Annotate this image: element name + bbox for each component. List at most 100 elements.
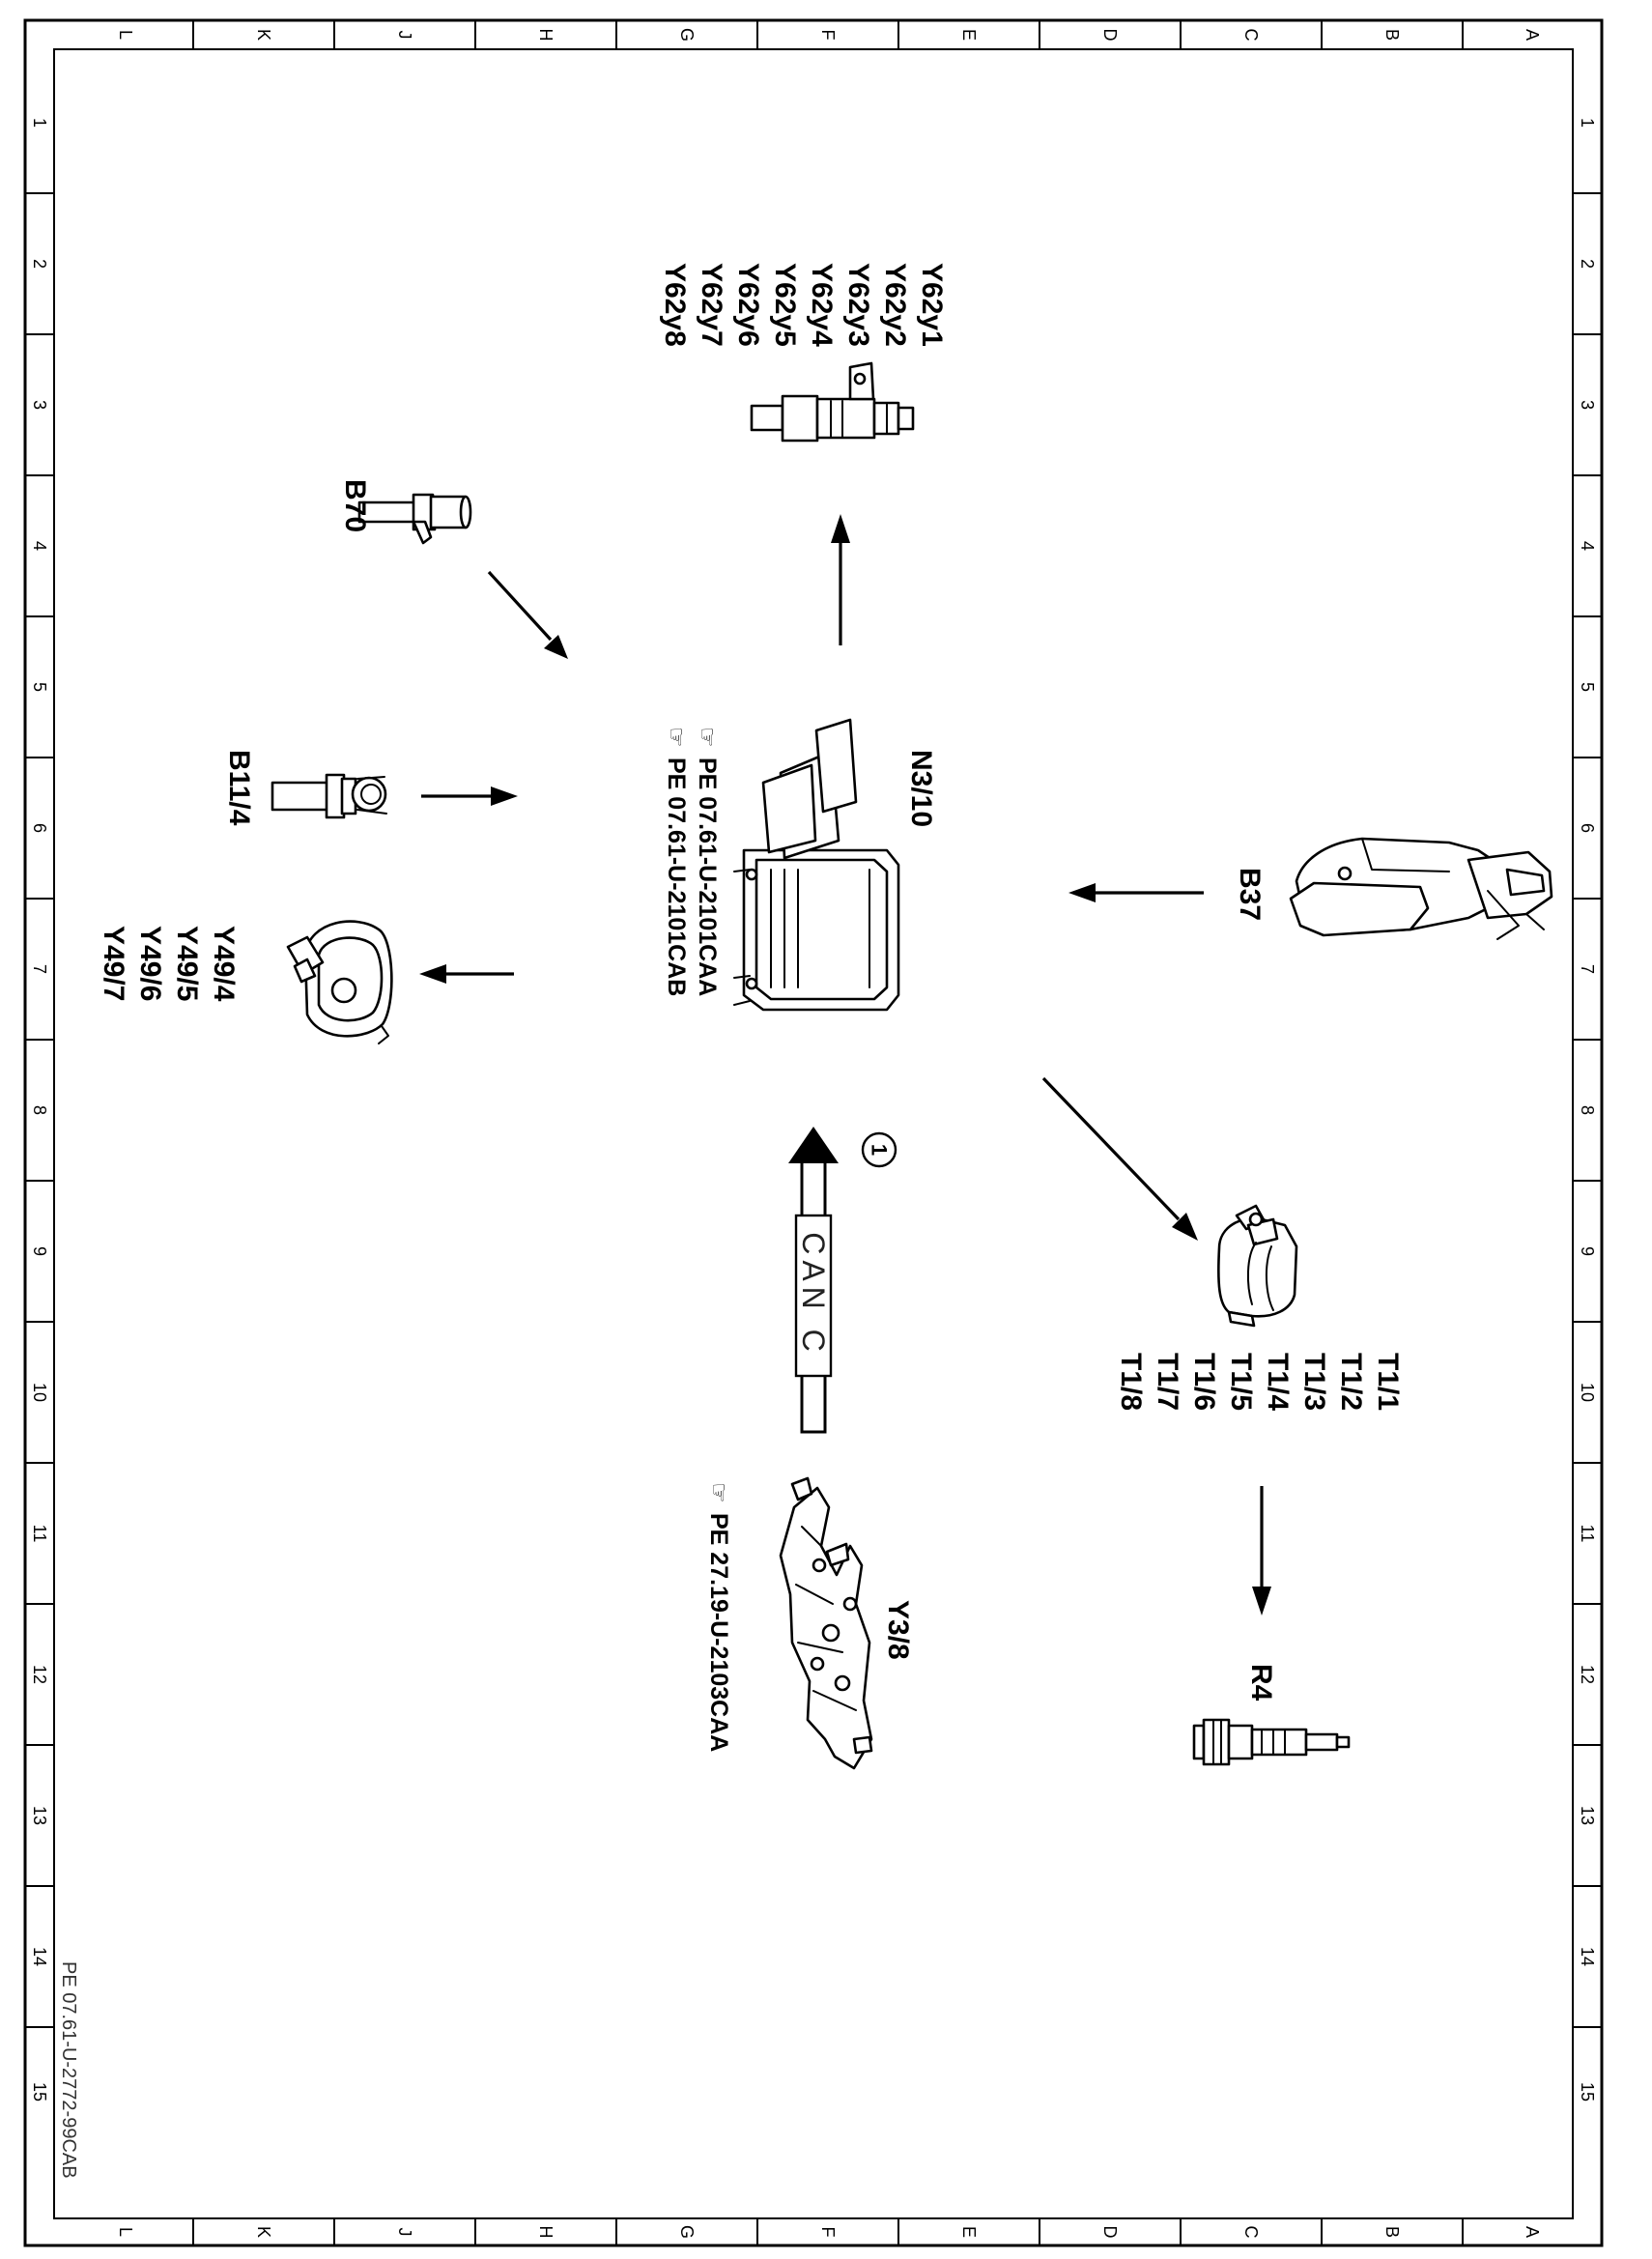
col-label: L [116,2227,135,2237]
injector-labels: Y62y1 Y62y2 Y62y3 Y62y4 Y62y5 Y62y6 Y62y… [659,263,948,347]
row-label: 15 [30,2082,49,2102]
valve-label: Y49/6 [134,926,166,1001]
column-labels-bottom: L K J H G F E D C B A [116,2225,1542,2239]
col-label: F [818,30,838,41]
injector-label: Y62y6 [732,263,764,347]
pointing-hand-icon: ☞ [705,1482,731,1503]
row-label: 13 [30,1806,49,1825]
arrow-to-r4 [1252,1486,1271,1616]
row-label: 4 [30,541,49,551]
signal-arrows [419,514,1271,1616]
can-bus-arrowhead [788,1127,839,1163]
y3-8-label: Y3/8 [882,1600,914,1660]
b37-label: B37 [1234,868,1266,921]
ecu-drawing [733,718,900,1012]
r4-drawing [1192,1718,1351,1766]
row-label: 12 [1578,1665,1597,1684]
row-label: 2 [1578,259,1597,269]
col-label: K [254,2226,273,2238]
col-label: B [1382,29,1402,41]
can-bus-label: CAN C [796,1232,831,1358]
col-label: E [959,29,979,41]
r4-label: R4 [1245,1664,1277,1701]
valve-label: Y49/7 [98,926,129,1001]
row-label: 2 [30,259,49,269]
sensor-b70: B70 [339,479,472,545]
document-id: PE 07.61-U-2772-99CAB [58,1961,79,2179]
arrow-to-injectors [831,514,850,645]
coil-label: T1/5 [1225,1353,1257,1411]
injector-drawing [750,361,915,443]
ecu-label: N3/10 [905,750,937,827]
b70-label: B70 [339,479,371,532]
col-label: D [1100,2226,1120,2239]
col-label: B [1382,2226,1402,2238]
ecu-ref-text-2: PE 07.61-U-2101CAB [663,758,690,996]
row-label: 4 [1578,541,1597,551]
row-label: 1 [30,118,49,128]
injector-label: Y62y8 [659,263,691,347]
col-label: H [536,29,555,42]
valves-y49: Y49/4 Y49/5 Y49/6 Y49/7 [98,920,393,1044]
row-labels-left: 1 2 3 4 5 6 7 8 9 10 11 12 13 14 15 [30,118,49,2102]
ecu-ref-text-1: PE 07.61-U-2101CAA [694,758,721,996]
coil-label: T1/3 [1298,1353,1330,1411]
row-label: 14 [30,1947,49,1966]
b11-4-drawing [271,773,387,819]
row-label: 3 [1578,400,1597,410]
col-label: G [677,2225,697,2239]
b11-4-label: B11/4 [223,750,255,826]
col-label: E [959,2226,979,2238]
y3-8-ref-text: PE 27.19-U-2103CAA [705,1513,732,1752]
row-label: 7 [1578,964,1597,974]
ignition-coils-t1: T1/1 T1/2 T1/3 T1/4 T1/5 T1/6 T1/7 T1/8 [1115,1204,1404,1411]
col-label: C [1241,29,1261,42]
ecu-n3-10: N3/10 ☞ PE 07.61-U-2101CAA ☞ PE 07.61-U-… [663,718,937,1012]
arrow-to-t1 [1041,1076,1198,1241]
row-label: 8 [1578,1105,1597,1115]
injector-label: Y62y7 [696,263,727,347]
b70-drawing [357,493,472,545]
coil-label: T1/4 [1262,1353,1294,1411]
coil-label: T1/7 [1152,1353,1183,1411]
y3-8-ref: ☞ PE 27.19-U-2103CAA [705,1482,732,1752]
col-label: J [395,31,414,40]
col-label: D [1100,29,1120,42]
row-label: 6 [1578,823,1597,833]
row-label: 11 [1578,1525,1597,1543]
row-label: 6 [30,823,49,833]
pointing-hand-icon: ☞ [694,727,720,748]
col-label: J [395,2228,414,2237]
pointing-hand-icon: ☞ [663,727,689,748]
drawing-frame: L K J H G F E D C B A L K J H G F E D C … [23,18,1604,2247]
can-c-bus: CAN C 1 [788,1127,897,1434]
coil-label: T1/8 [1115,1353,1147,1411]
can-bus-marker-circle [861,1131,897,1168]
injector-label: Y62y2 [879,263,911,347]
t1-drawing [1217,1204,1298,1328]
col-label: F [818,2227,838,2238]
y49-labels: Y49/4 Y49/5 Y49/6 Y49/7 [98,926,240,1002]
transmission-y3-8: Y3/8 ☞ PE 27.19-U-2103CAA [705,1476,914,1770]
can-bus-marker: 1 [868,1144,892,1156]
row-labels-right: 1 2 3 4 5 6 7 8 9 10 11 12 13 14 15 [1578,118,1597,2102]
ecu-ref-2: ☞ PE 07.61-U-2101CAB [663,727,690,996]
row-label: 10 [1578,1383,1597,1402]
col-label: L [116,30,135,40]
row-label: 5 [30,682,49,692]
row-label: 8 [30,1105,49,1115]
row-label: 5 [1578,682,1597,692]
row-label: 11 [30,1525,49,1543]
row-label: 9 [1578,1246,1597,1256]
arrow-to-y49 [419,964,514,984]
sensor-b11-4: B11/4 [223,750,387,826]
col-label: A [1523,29,1542,41]
row-label: 14 [1578,1947,1597,1966]
arrow-from-b11-4 [421,786,518,806]
row-label: 10 [30,1383,49,1402]
spark-plug-r4: R4 [1192,1664,1351,1766]
injectors-y62: Y62y1 Y62y2 Y62y3 Y62y4 Y62y5 Y62y6 Y62y… [659,263,948,443]
t1-labels: T1/1 T1/2 T1/3 T1/4 T1/5 T1/6 T1/7 T1/8 [1115,1353,1404,1411]
coil-label: T1/2 [1335,1353,1367,1411]
